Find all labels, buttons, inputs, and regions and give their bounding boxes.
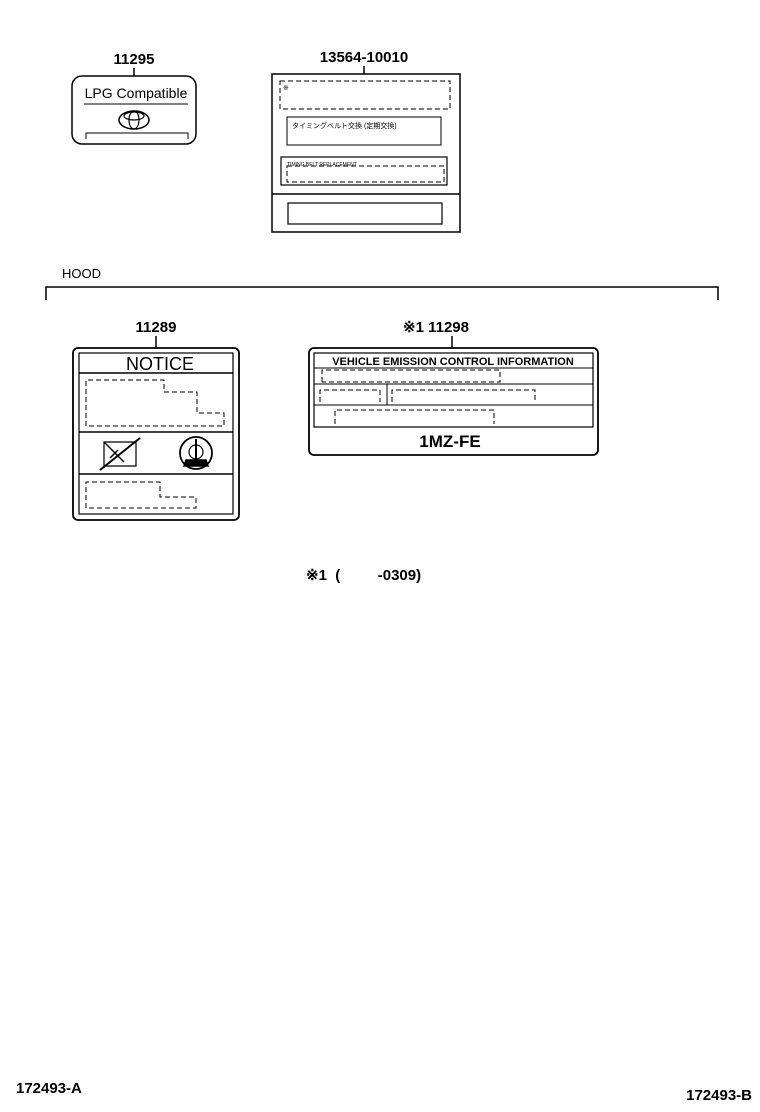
no-tools-icon [99,437,141,471]
diagram-code-right: 172493-B [686,1087,752,1104]
timing-belt-en-text: TIMING BELT REPLACEMENT [287,162,357,168]
part-number-11298: ※1 11298 [403,319,469,336]
toyota-logo-icon [118,110,150,130]
svg-text:※: ※ [283,85,289,92]
part-number-11295: 11295 [114,51,155,68]
lpg-compatible-text: LPG Compatible [85,85,188,101]
label-11289: 11289 NOTICE [72,319,240,521]
timing-belt-jp-text: タイミングベルト交換 (定期交換) [292,121,397,130]
emission-title: VEHICLE EMISSION CONTROL INFORMATION [332,356,574,368]
hood-bracket: HOOD [45,266,719,300]
label-11298: ※1 11298 VEHICLE EMISSION CONTROL INFORM… [308,319,599,456]
hood-label: HOOD [62,266,101,281]
footnote-text: ※1 ( -0309) [306,567,421,584]
notice-title: NOTICE [126,354,194,374]
diagram-code-left: 172493-A [16,1080,82,1097]
part-number-13564-10010: 13564-10010 [320,49,408,66]
label-11295: 11295 LPG Compatible [71,51,197,145]
gauge-icon [179,436,213,470]
label-13564-10010: 13564-10010 ※ タイミングベルト交換 (定期交換) TIMING B… [271,49,461,233]
engine-code-text: 1MZ-FE [419,432,480,451]
part-number-11289: 11289 [136,319,177,336]
